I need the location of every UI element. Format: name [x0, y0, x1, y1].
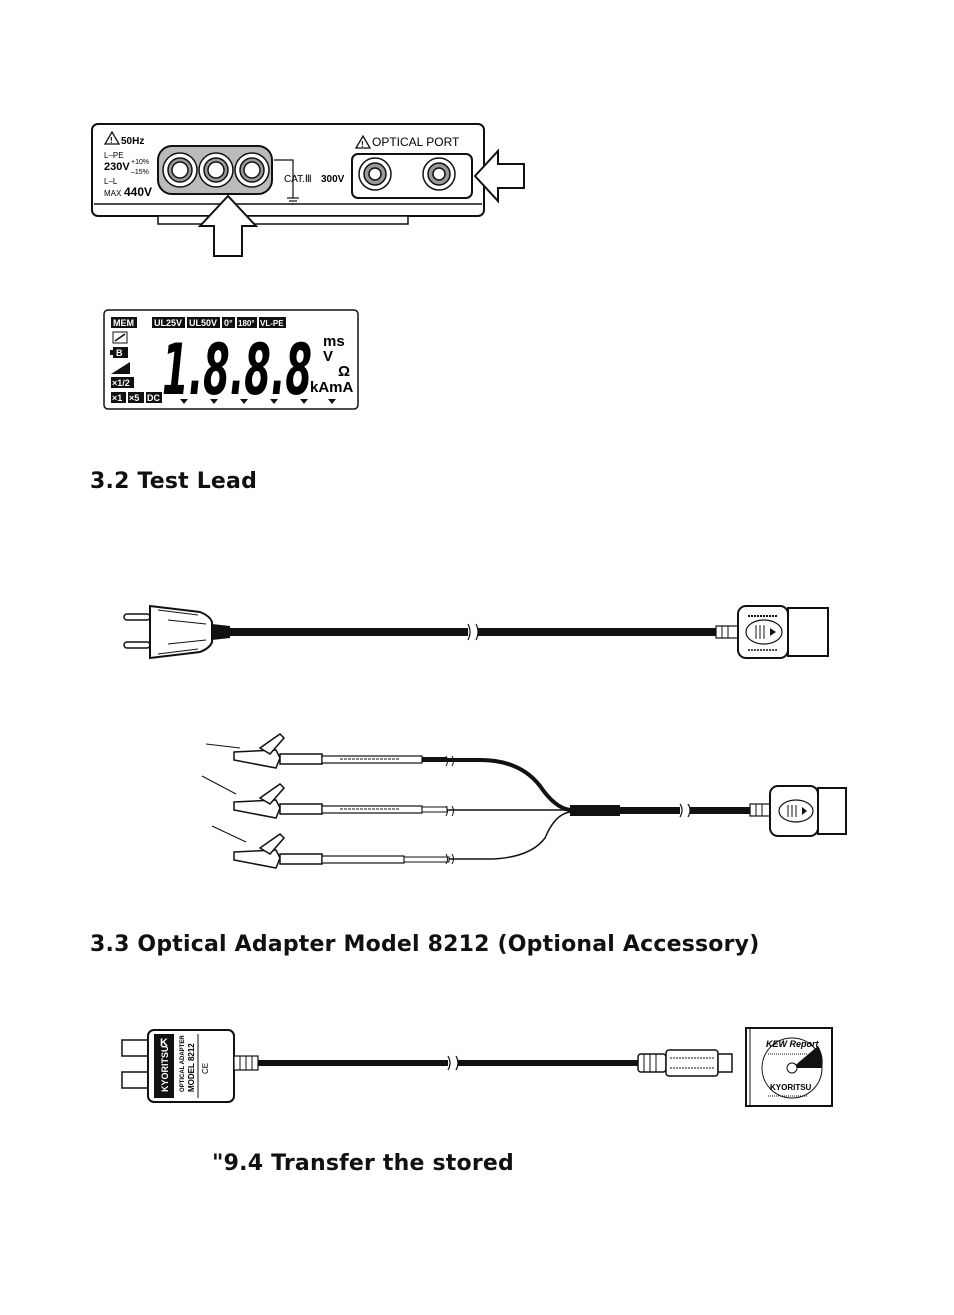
lcd-badge-vlpe: VL-PE [260, 319, 284, 328]
lcd-dc: DC [147, 393, 160, 403]
lcd-v: V [323, 348, 333, 365]
svg-text:!: ! [361, 140, 364, 149]
section-heading-test-lead: 3.2 Test Lead [90, 469, 258, 494]
optical-socket-2 [422, 157, 456, 191]
ll-label: L–L [104, 177, 118, 186]
adapter-line2: MODEL 8212 [187, 1043, 196, 1092]
optical-port-label: OPTICAL PORT [372, 135, 460, 149]
svg-text:!: ! [110, 136, 113, 145]
lcd-badge-180deg: 180° [238, 319, 255, 328]
battery-icon [113, 347, 128, 358]
ground-icon [274, 159, 299, 205]
lcd-badge-ul50: UL50V [189, 318, 217, 328]
section-heading-optical-adapter: 3.3 Optical Adapter Model 8212 (Optional… [90, 932, 760, 957]
lcd-half: ×1/2 [112, 378, 130, 388]
adapter-line1: OPTICAL ADAPTER [180, 1035, 186, 1092]
tol-plus-label: +10% [131, 159, 149, 166]
lcd-digits: 1.8.8.8 [162, 329, 312, 411]
voltage-label: 230V [104, 161, 130, 173]
mains-plug-lead-figure [118, 598, 838, 668]
lcd-ohm: Ω [338, 363, 350, 380]
cd-title: KEW Report [766, 1039, 820, 1049]
alligator-clip-3 [233, 833, 450, 869]
max-prefix: MAX [104, 189, 122, 198]
transfer-reference-text: "9.4 Transfer the stored [212, 1151, 514, 1176]
socket-l [162, 152, 198, 188]
lcd-badge-ul25: UL25V [154, 318, 182, 328]
arrow-left-icon [473, 148, 525, 204]
lcd-mem: MEM [113, 318, 134, 328]
lcd-ms: ms [323, 333, 345, 350]
probe-icon [112, 331, 128, 344]
arrow-up-icon [197, 194, 259, 257]
adapter-brand: KYORITSU [160, 1045, 170, 1092]
socket-n [198, 152, 234, 188]
warning-icon: ! [354, 134, 372, 149]
alligator-clip-1 [233, 733, 447, 769]
alligator-clip-2 [233, 783, 448, 819]
kew-report-cd: KEW Report KYORITSU [745, 1027, 833, 1107]
cd-brand: KYORITSU [770, 1083, 812, 1092]
lcd-display-figure: MEM UL25V UL50V 0° 180° VL-PE B ×1/2 ×1 … [102, 308, 362, 412]
lcd-indicators [180, 399, 336, 404]
warning-icon: ! [103, 130, 121, 145]
lcd-x1: ×1 [112, 393, 122, 403]
lcd-badge-0deg: 0° [224, 318, 233, 328]
three-clip-lead-figure [200, 728, 850, 873]
cat-label: CAT.Ⅲ [284, 174, 312, 185]
lpe-label: L–PE [104, 151, 124, 160]
lcd-b: B [116, 348, 123, 358]
terminal-panel-figure: ! 50Hz L–PE 230V +10% –15% L–L MAX 440V … [88, 118, 538, 263]
optical-adapter-figure: KYORITSU K OPTICAL ADAPTER MODEL 8212 CE [118, 1022, 838, 1112]
max-value: 440V [124, 185, 152, 199]
adapter-ce: CE [201, 1063, 210, 1074]
tol-minus-label: –15% [131, 169, 149, 176]
cat-voltage: 300V [321, 174, 345, 185]
kyoritsu-logo-icon: K [160, 1037, 168, 1049]
lcd-x5: ×5 [129, 393, 139, 403]
socket-pe [234, 152, 270, 188]
ramp-icon [111, 362, 130, 374]
lcd-kama: kAmA [310, 379, 354, 396]
freq-label: 50Hz [121, 136, 144, 147]
optical-socket-1 [358, 157, 392, 191]
